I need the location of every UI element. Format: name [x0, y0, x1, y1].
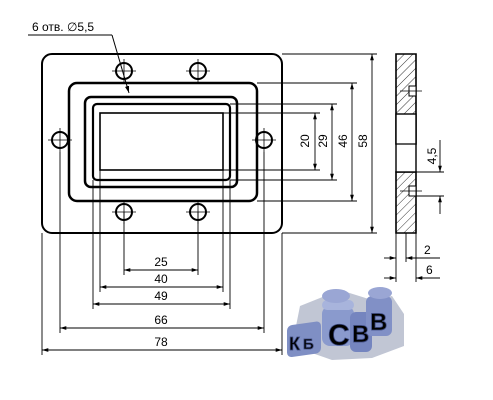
dim-label-25: 25: [154, 255, 168, 269]
logo-block-c: [322, 300, 354, 346]
side-dimensions: [384, 140, 444, 282]
inner-frame-inner: [91, 102, 232, 182]
side-view: [395, 53, 422, 234]
outer-flange: [41, 53, 283, 234]
inner-frame-outer: [83, 95, 239, 189]
svg-text:С: С: [328, 319, 350, 352]
dim-label-66: 66: [154, 313, 168, 327]
front-view: [41, 53, 283, 234]
second-frame: [67, 81, 259, 203]
logo-block-k: [287, 321, 321, 358]
dim-label-40: 40: [154, 272, 168, 286]
side-section-lower: [395, 171, 417, 234]
dim-label-78: 78: [154, 335, 168, 349]
dim-label-4-5: 4,5: [425, 147, 439, 164]
horizontal-dimensions: [41, 152, 283, 355]
side-opening: [395, 113, 417, 173]
hole-callout-label: 6 отв. ∅5,5: [32, 20, 94, 34]
vertical-dimensions: [223, 53, 377, 234]
svg-text:Б: Б: [303, 336, 314, 353]
dim-label-58: 58: [356, 134, 370, 148]
hole-callout: 6 отв. ∅5,5: [28, 20, 130, 94]
dim-label-46: 46: [336, 134, 350, 148]
dim-label-20: 20: [298, 134, 312, 148]
dim-label-49: 49: [154, 289, 168, 303]
dim-label-6: 6: [426, 263, 433, 277]
vertical-dimension-labels: 20 29 46 58: [298, 134, 370, 148]
side-dimension-labels: 4,5 2 6: [424, 147, 439, 277]
logo-block-b2: [366, 296, 392, 336]
svg-text:В: В: [370, 309, 387, 336]
svg-text:К: К: [289, 334, 301, 354]
horizontal-dimension-labels: 25 40 49 66 78: [154, 255, 168, 349]
svg-text:В: В: [352, 321, 369, 348]
dim-label-2: 2: [424, 243, 431, 257]
kb-svv-logo: К Б С В В: [287, 287, 404, 360]
window-opening: [99, 112, 224, 171]
dim-label-29: 29: [316, 134, 330, 148]
